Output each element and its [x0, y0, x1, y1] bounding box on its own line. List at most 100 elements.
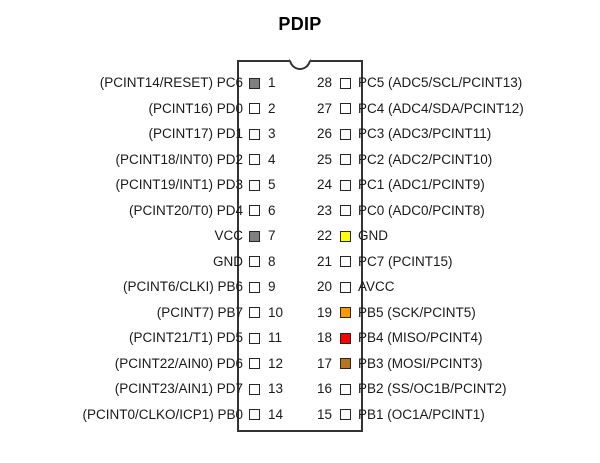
pin-number: 11 — [268, 330, 283, 346]
pin-pad-icon — [340, 332, 351, 344]
pin-label: (PCINT16) PD0 — [148, 100, 243, 116]
pin-pad-icon — [249, 358, 260, 369]
pin-label: PB2 (SS/OC1B/PCINT2) — [358, 381, 507, 397]
pin-row: (PCINT20/T0) PD4 6 — [0, 200, 290, 222]
pin-number: 16 — [316, 381, 332, 397]
pin-pad-icon — [340, 307, 351, 318]
pin-row: 23 PC0 (ADC0/PCINT8) — [310, 200, 600, 222]
pin-label: AVCC — [358, 279, 395, 295]
pin-pad-icon — [249, 154, 260, 165]
page-title: PDIP — [278, 14, 322, 34]
pin-row: 25 PC2 (ADC2/PCINT10) — [310, 149, 600, 171]
pin-label: (PCINT14/RESET) PC6 — [99, 75, 243, 91]
pin-number: 1 — [268, 75, 276, 91]
pin-label: (PCINT22/AIN0) PD6 — [114, 355, 243, 371]
pin-number: 23 — [316, 202, 332, 218]
pin-number: 24 — [316, 177, 332, 193]
pin-number: 5 — [268, 177, 276, 193]
pin-label: PB1 (OC1A/PCINT1) — [358, 406, 485, 422]
pin-pad-icon — [340, 154, 351, 165]
pin-label: (PCINT20/T0) PD4 — [128, 202, 243, 218]
pin-label: GND — [358, 228, 388, 244]
pin-label: (PCINT19/INT1) PD3 — [115, 177, 243, 193]
pin-label: PC5 (ADC5/SCL/PCINT13) — [358, 75, 523, 91]
pin-number: 2 — [268, 100, 276, 116]
pin-number: 18 — [316, 330, 332, 346]
pin-row: 24 PC1 (ADC1/PCINT9) — [310, 174, 600, 196]
pin-pad-icon — [249, 281, 260, 293]
pin-pad-icon — [249, 128, 260, 140]
pin-label: PB4 (MISO/PCINT4) — [358, 330, 483, 346]
pin-number: 6 — [268, 202, 276, 218]
pin-label: (PCINT17) PD1 — [148, 126, 243, 142]
pin-row: (PCINT22/AIN0) PD6 12 — [0, 353, 290, 375]
pin-pad-icon — [249, 179, 260, 191]
pin-number: 25 — [316, 151, 332, 167]
pin-label: PC1 (ADC1/PCINT9) — [358, 177, 485, 193]
pin-row: (PCINT17) PD1 3 — [0, 123, 290, 145]
pin-number: 26 — [316, 126, 332, 142]
pin-row: 16 PB2 (SS/OC1B/PCINT2) — [310, 378, 600, 400]
chip-body-outline — [237, 60, 363, 432]
pin-row: 28 PC5 (ADC5/SCL/PCINT13) — [310, 72, 600, 94]
pin-row: (PCINT18/INT0) PD2 4 — [0, 149, 290, 171]
pin-row: (PCINT14/RESET) PC6 1 — [0, 72, 290, 94]
pin-pad-icon — [340, 128, 351, 140]
pin-label: (PCINT0/CLKO/ICP1) PB0 — [82, 406, 243, 422]
pin-label: PC0 (ADC0/PCINT8) — [358, 202, 485, 218]
pin-number: 20 — [316, 279, 332, 295]
pin-number: 9 — [268, 279, 276, 295]
pin-label: (PCINT7) PB7 — [156, 304, 243, 320]
pin-pad-icon — [340, 281, 351, 293]
pin-row: 22 GND — [310, 225, 600, 247]
pin-label: (PCINT18/INT0) PD2 — [115, 151, 243, 167]
pin-label: PB3 (MOSI/PCINT3) — [358, 355, 483, 371]
pin-label: (PCINT23/AIN1) PD7 — [114, 381, 243, 397]
pin-pad-icon — [249, 230, 260, 242]
pin-number: 21 — [316, 253, 332, 269]
pin-number: 15 — [316, 406, 332, 422]
pin-row: (PCINT16) PD0 2 — [0, 98, 290, 120]
pin-pad-icon — [249, 77, 260, 89]
pin-number: 22 — [316, 228, 332, 244]
pin-pad-icon — [340, 358, 351, 369]
pin-label: GND — [213, 253, 243, 269]
pin-number: 13 — [268, 381, 284, 397]
pin-row: 15 PB1 (OC1A/PCINT1) — [310, 404, 600, 426]
pin-label: (PCINT6/CLKI) PB6 — [122, 279, 243, 295]
pin-number: 17 — [316, 355, 332, 371]
pin-label: PC3 (ADC3/PCINT11) — [358, 126, 492, 142]
pin-pad-icon — [249, 332, 260, 344]
pin-number: 12 — [268, 355, 284, 371]
pin-pad-icon — [249, 205, 260, 216]
pin-number: 14 — [268, 406, 284, 422]
pin-number: 28 — [316, 75, 332, 91]
pin-pad-icon — [249, 103, 260, 114]
pin-row: 17 PB3 (MOSI/PCINT3) — [310, 353, 600, 375]
pin-number: 4 — [268, 151, 276, 167]
pin-row: (PCINT7) PB7 10 — [0, 302, 290, 324]
pin-label: PC4 (ADC4/SDA/PCINT12) — [358, 100, 524, 116]
pin-label: PB5 (SCK/PCINT5) — [358, 304, 476, 320]
pin-row: 18 PB4 (MISO/PCINT4) — [310, 327, 600, 349]
pin-pad-icon — [340, 383, 351, 395]
pin-pad-icon — [249, 307, 260, 318]
pin-pad-icon — [249, 383, 260, 395]
pin-row: (PCINT19/INT1) PD3 5 — [0, 174, 290, 196]
pin-label: PC2 (ADC2/PCINT10) — [358, 151, 493, 167]
pin-number: 10 — [268, 304, 284, 320]
pin-pad-icon — [340, 230, 351, 242]
pin-row: 26 PC3 (ADC3/PCINT11) — [310, 123, 600, 145]
pin-number: 3 — [268, 126, 276, 142]
pin-pad-icon — [340, 256, 351, 267]
pin-row: 20 AVCC — [310, 276, 600, 298]
pin-pad-icon — [340, 179, 351, 191]
pin-number: 8 — [268, 253, 276, 269]
pin-row: (PCINT6/CLKI) PB6 9 — [0, 276, 290, 298]
pin-row: (PCINT23/AIN1) PD7 13 — [0, 378, 290, 400]
pin-row: (PCINT0/CLKO/ICP1) PB0 14 — [0, 404, 290, 426]
